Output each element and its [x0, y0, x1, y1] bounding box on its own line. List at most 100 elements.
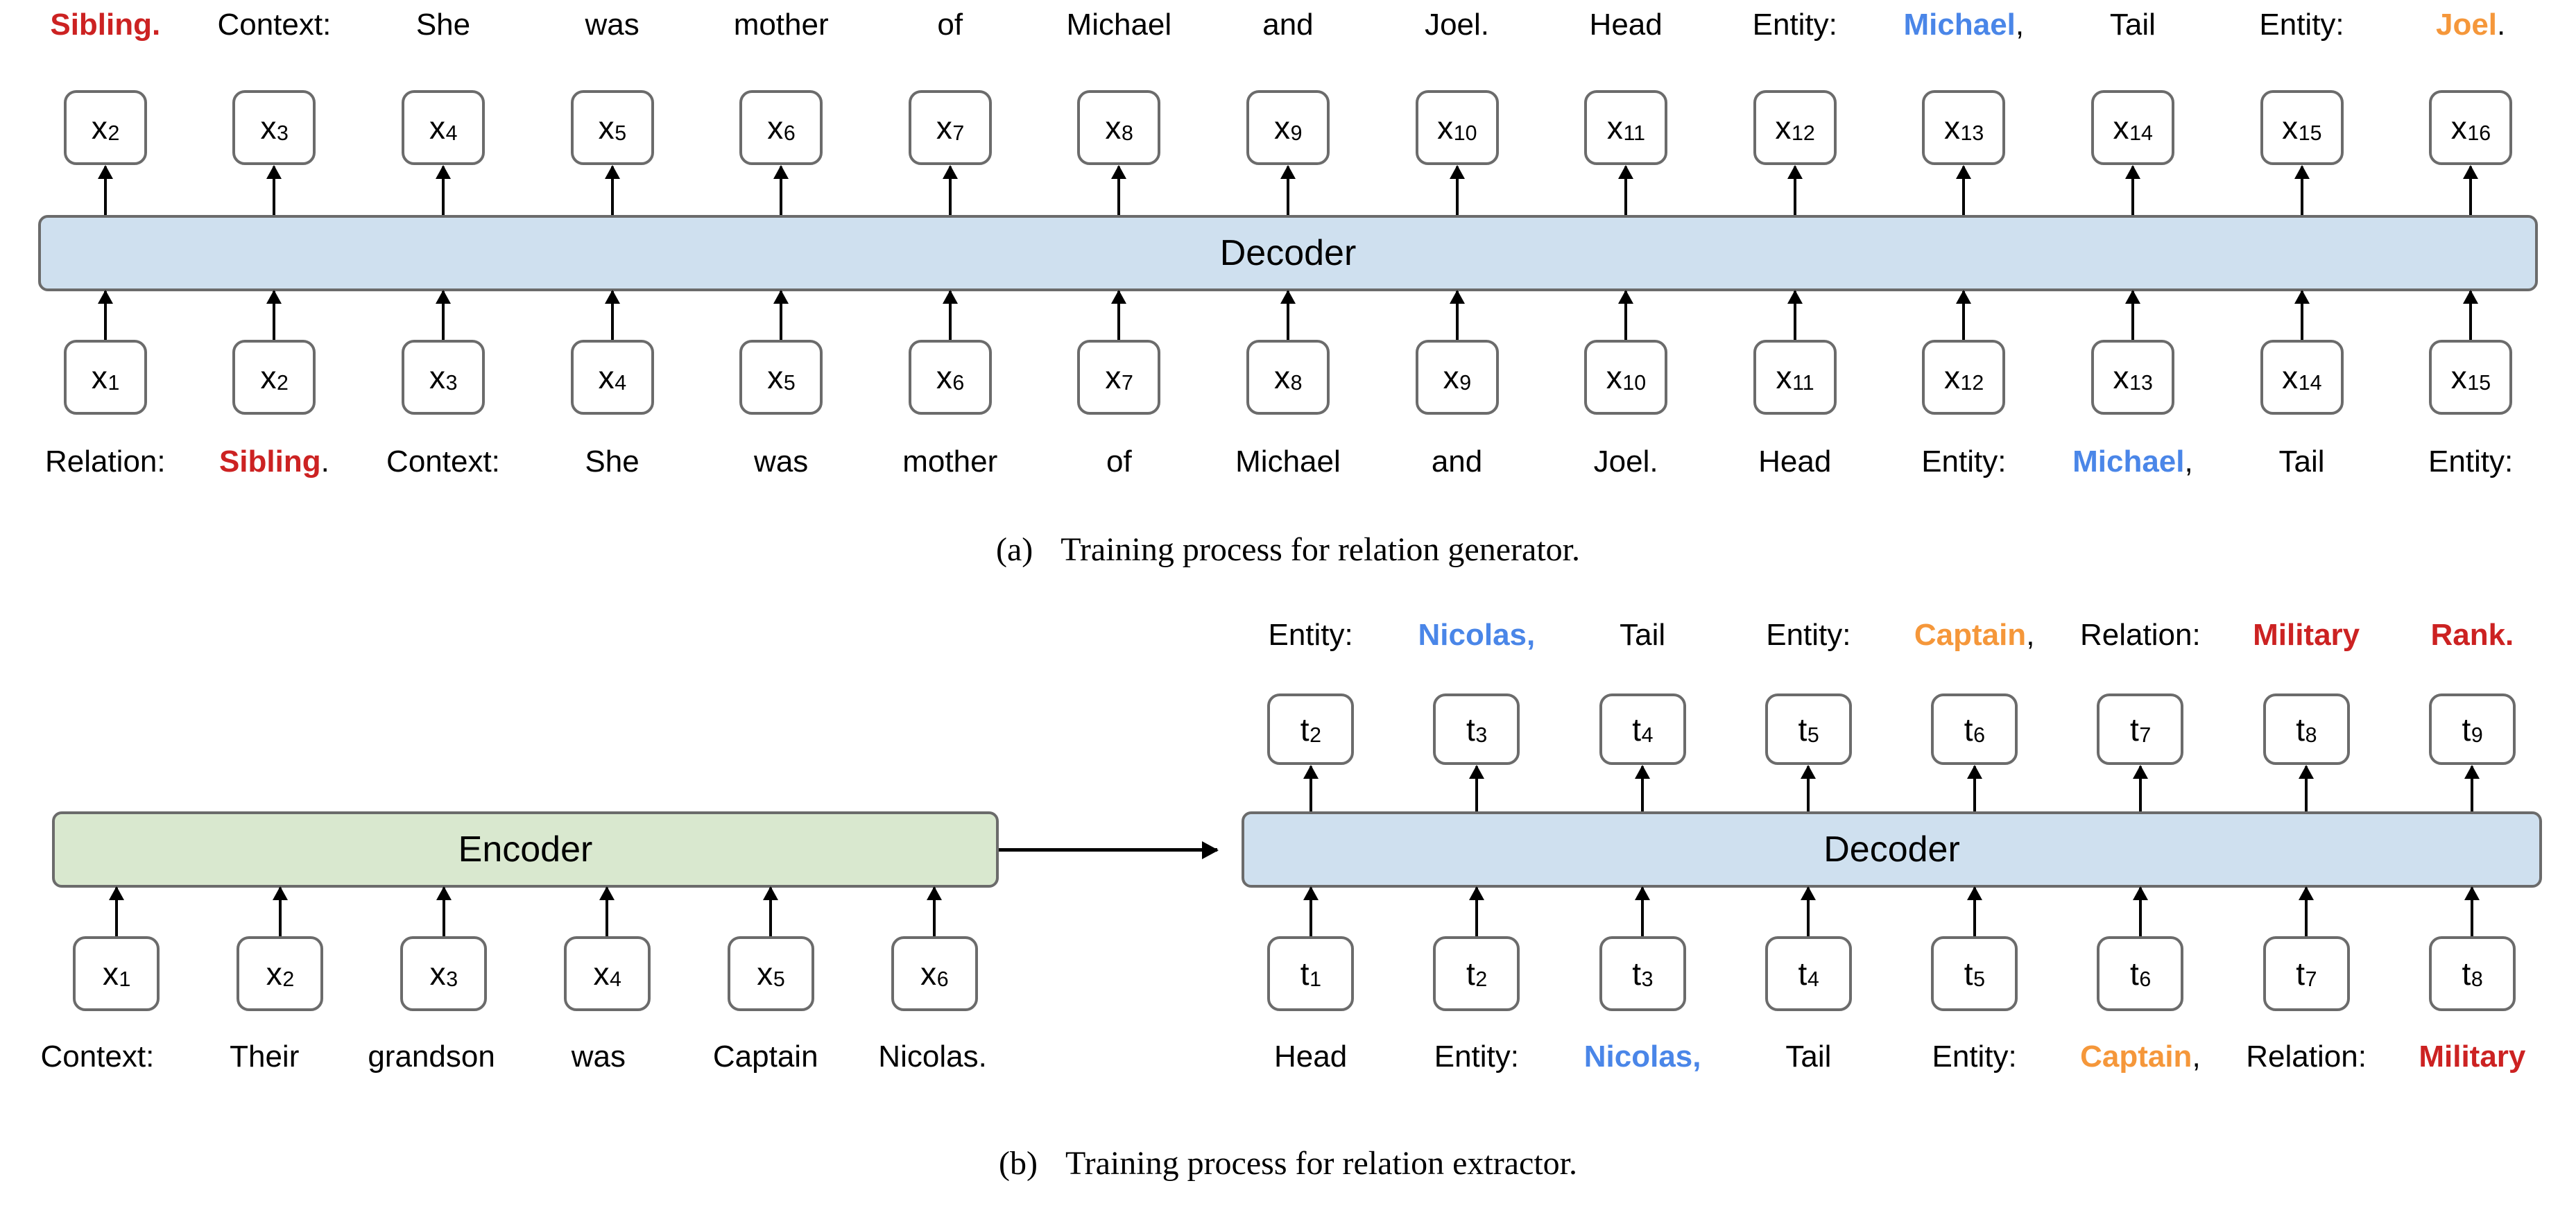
panel-b-decoder-output-label-4-seg-0: Captain: [1914, 618, 2027, 652]
panel-a-input-label-0-seg-0: Relation:: [44, 445, 166, 479]
panel-a-output-arrow-4: [780, 166, 783, 215]
panel-b-decoder-output-arrow-6: [2305, 766, 2308, 811]
panel-a-output-box-subscript-15: 15: [2298, 122, 2322, 146]
panel-b-decoder-input-arrow-2: [1641, 888, 1645, 936]
panel-a-input-label-7: Michael: [1203, 447, 1373, 477]
panel-a-input-box-subscript-2: 2: [277, 372, 289, 395]
panel-a-output-label-row: Sibling. Context: She was mother of Michael and…: [21, 0, 2555, 40]
panel-a-output-arrow-9: [1624, 166, 1628, 215]
panel-a-input-box-subscript-12: 12: [1960, 372, 1984, 395]
panel-a-output-label-2: She: [359, 10, 528, 40]
panel-b-decoder-input-box-subscript-5: 5: [1973, 968, 1986, 992]
panel-b-decoder-input-label-1: Entity:: [1393, 1042, 1559, 1072]
panel-a-decoder-bar: Decoder: [38, 215, 2538, 291]
panel-a-output-label-0: Sibling.: [21, 10, 190, 40]
panel-a-output-label-5: of: [866, 10, 1035, 40]
panel-b-decoder-output-label-1-seg-0: Nicolas,: [1418, 618, 1536, 652]
panel-a-output-label-4-seg-0: mother: [733, 8, 829, 42]
panel-a-caption-tag: (a): [996, 531, 1033, 568]
panel-a-output-box-subscript-16: 16: [2467, 122, 2491, 146]
panel-a-output-arrow-12: [2131, 166, 2134, 215]
panel-a-input-label-7-seg-0: Michael: [1235, 445, 1341, 479]
panel-a-output-box-subscript-12: 12: [1791, 122, 1815, 146]
panel-b-decoder-output-label-4: Captain,: [1891, 620, 2057, 650]
panel-a-output-label-7: and: [1203, 10, 1373, 40]
panel-b-decoder-bar: Decoder: [1242, 811, 2542, 888]
panel-a-input-box-subscript-11: 11: [1792, 372, 1814, 395]
panel-a-input-label-4-seg-0: was: [754, 445, 809, 479]
panel-a-input-label-1: Sibling.: [190, 447, 359, 477]
panel-a-input-arrow-row: [21, 291, 2555, 340]
panel-b-decoder-output-label-6-seg-0: Military: [2253, 618, 2360, 652]
panel-b-encoder-input-arrow-3: [606, 888, 609, 936]
panel-a-input-label-9: Joel.: [1541, 447, 1710, 477]
panel-b-decoder-input-label-2: Nicolas,: [1560, 1042, 1726, 1072]
panel-a-input-label-0: Relation:: [21, 447, 190, 477]
panel-b-decoder-input-label-5-seg-0: Captain: [2080, 1040, 2192, 1074]
panel-a-output-box-subscript-5: 5: [615, 122, 627, 146]
panel-a-output-label-3: was: [528, 10, 697, 40]
panel-b-decoder-input-box-subscript-4: 4: [1807, 968, 1819, 992]
panel-a-input-label-9-seg-0: Joel.: [1593, 445, 1658, 479]
panel-b-encoder-input-label-4-seg-0: Captain: [712, 1040, 818, 1074]
panel-b-decoder-output-arrow-4: [1973, 766, 1976, 811]
panel-b-encoder-input-arrow-0: [114, 888, 118, 936]
panel-a-output-arrow-7: [1286, 166, 1289, 215]
panel-a-output-label-1-seg-0: Context:: [217, 8, 332, 42]
panel-b-decoder-input-arrow-4: [1973, 888, 1976, 936]
panel-a-input-label-10: Head: [1710, 447, 1880, 477]
panel-a-caption-text: Training process for relation generator.: [1061, 531, 1580, 568]
panel-a-output-label-12: Tail: [2048, 10, 2217, 40]
panel-a-output-label-3-seg-0: was: [585, 8, 639, 42]
panel-a-input-arrow-12: [2131, 291, 2134, 340]
panel-a-output-arrow-14: [2469, 166, 2473, 215]
panel-a-input-arrow-0: [103, 291, 107, 340]
panel-b-decoder-output-arrow-7: [2471, 766, 2474, 811]
panel-b-decoder-input-box-subscript-7: 7: [2305, 968, 2317, 992]
panel-a-output-arrow-5: [948, 166, 952, 215]
panel-a-input-box-subscript-8: 8: [1290, 372, 1303, 395]
panel-a-output-box-subscript-4: 4: [445, 122, 458, 146]
panel-b-decoder-input-arrow-1: [1475, 888, 1478, 936]
panel-a-output-label-6-seg-0: Michael: [1066, 8, 1172, 42]
panel-a-output-box-subscript-2: 2: [108, 122, 120, 146]
panel-a-input-box-subscript-9: 9: [1459, 372, 1472, 395]
panel-b-caption: (b)Training process for relation extract…: [0, 1144, 2576, 1182]
panel-a-output-label-11-seg-1: ,: [2015, 8, 2025, 42]
panel-a-input-arrow-11: [1962, 291, 1966, 340]
panel-b-decoder-input-label-3: Tail: [1726, 1042, 1891, 1072]
panel-a-input-label-6: of: [1035, 447, 1204, 477]
panel-a-output-arrow-6: [1117, 166, 1121, 215]
panel-b-caption-text: Training process for relation extractor.: [1065, 1145, 1577, 1182]
panel-b-encoder-input-label-4: Captain: [682, 1042, 849, 1072]
panel-b-decoder-input-label-6: Relation:: [2224, 1042, 2389, 1072]
panel-a-input-arrow-5: [948, 291, 952, 340]
panel-b-encoder-input-label-0: Context:: [14, 1042, 181, 1072]
panel-a-output-label-1: Context:: [190, 10, 359, 40]
panel-b-decoder-input-label-4: Entity:: [1891, 1042, 2057, 1072]
panel-a-output-label-0-seg-0: Sibling.: [50, 8, 161, 42]
panel-a-input-label-8-seg-0: and: [1431, 445, 1483, 479]
panel-b-decoder-output-label-5-seg-0: Relation:: [2080, 618, 2201, 652]
